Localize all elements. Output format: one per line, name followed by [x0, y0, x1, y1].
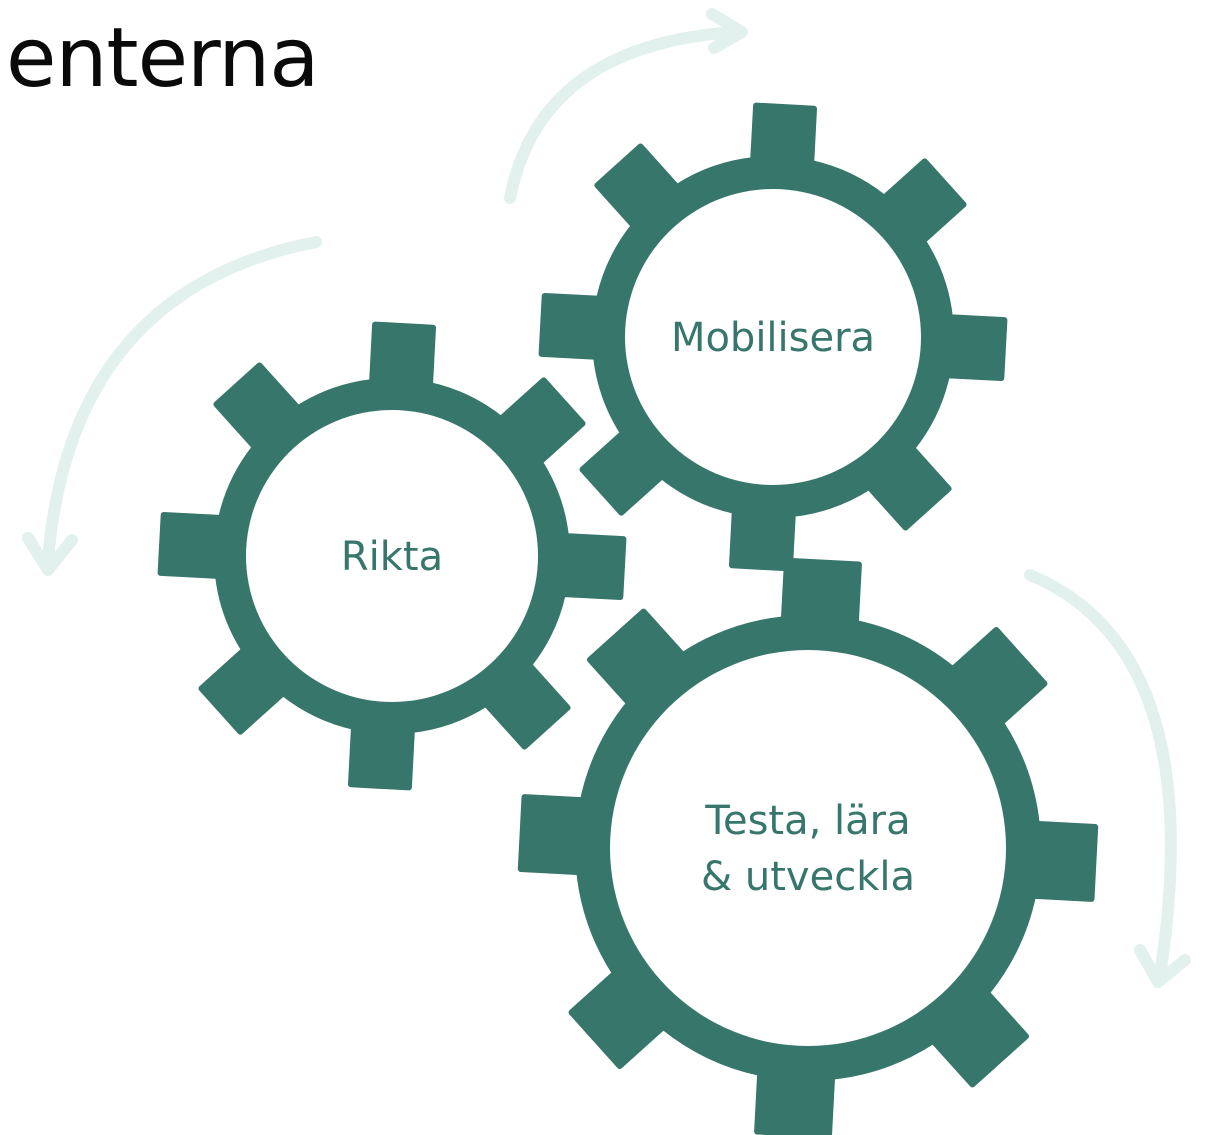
cycle-arrows: [22, 8, 1191, 988]
arrow-top: [504, 26, 741, 204]
gear-mobilisera: Mobilisera: [538, 102, 1008, 572]
gear-rikta-center: [246, 410, 538, 702]
arrow-right: [1024, 569, 1177, 981]
gear-label-line: Testa, lära: [704, 798, 910, 844]
gear-rikta: Rikta: [157, 321, 627, 791]
gear-label-line: & utveckla: [701, 854, 915, 900]
gear-testa: Testa, lära & utveckla: [517, 557, 1099, 1135]
gear-label-line: Rikta: [341, 534, 443, 580]
gear-mobilisera-center: [625, 189, 921, 485]
arrow-left-head: [22, 532, 78, 576]
gear-label: Testa, lära & utveckla: [701, 798, 915, 900]
gear-label-line: Mobilisera: [671, 315, 875, 361]
gear-testa-center: [610, 650, 1006, 1046]
gear-label: Mobilisera: [671, 315, 875, 361]
arrow-right-head: [1134, 944, 1191, 988]
arrow-top-head: [706, 8, 748, 54]
page-title: enterna: [6, 11, 320, 106]
arrow-left: [42, 236, 322, 566]
gear-label: Rikta: [341, 534, 443, 580]
